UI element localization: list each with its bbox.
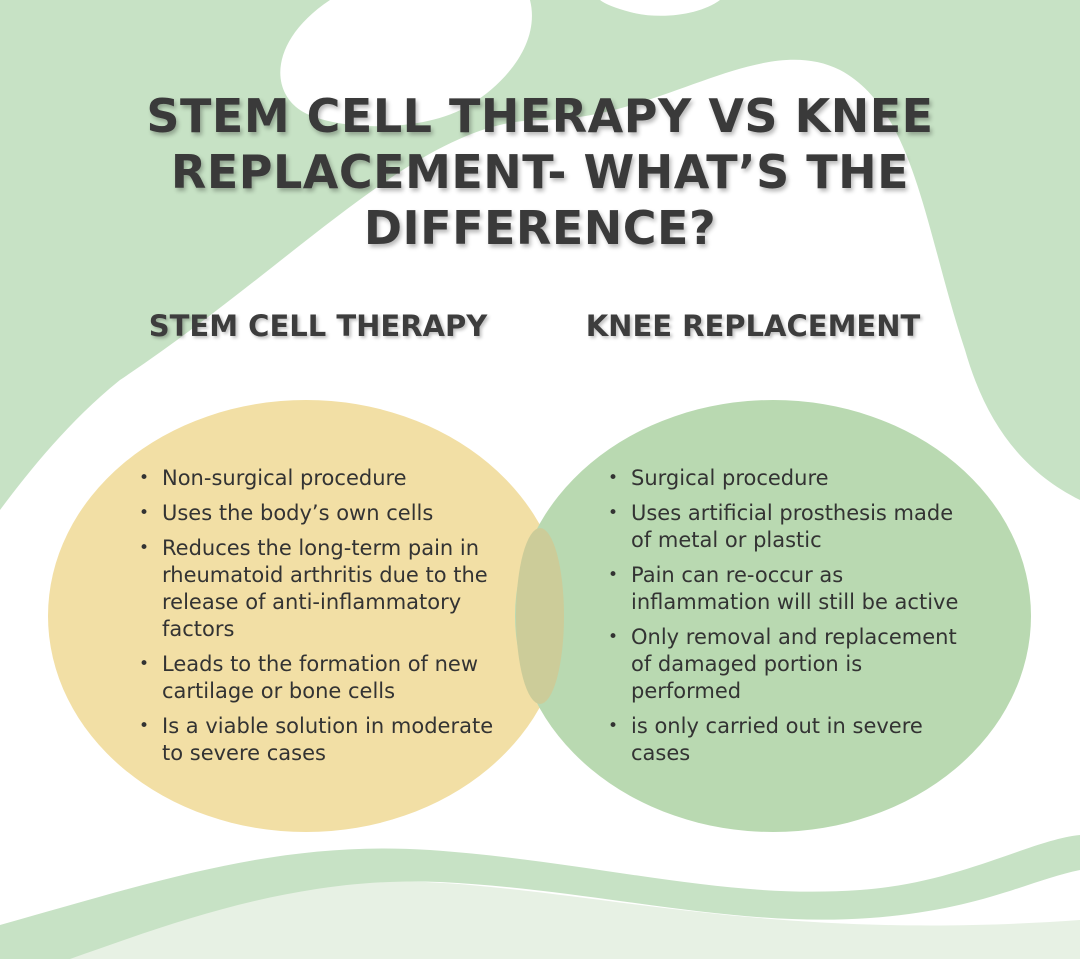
list-item: Uses the body’s own cells [136,500,506,527]
list-item: Only removal and replacement of damaged … [605,624,975,705]
background-wave-white [280,0,532,127]
list-item: Uses artificial prosthesis made of metal… [605,500,975,554]
list-item: is only carried out in severe cases [605,713,975,767]
list-item: Leads to the formation of new cartilage … [136,651,506,705]
stem-cell-list: Non-surgical procedure Uses the body’s o… [136,465,506,775]
knee-replacement-list: Surgical procedure Uses artificial prost… [605,465,975,775]
background-corner-white [600,0,720,16]
background-blob-green [0,0,1080,510]
list-item: Is a viable solution in moderate to seve… [136,713,506,767]
list-item: Surgical procedure [605,465,975,492]
page-title: STEM CELL THERAPY VS KNEE REPLACEMENT- W… [146,89,934,255]
heading-knee-replacement: KNEE REPLACEMENT [585,309,921,343]
bottom-wave-pale [0,881,1080,959]
list-item: Reduces the long-term pain in rheumatoid… [136,535,506,643]
heading-stem-cell-therapy: STEM CELL THERAPY [148,309,488,343]
bottom-wave-green [0,835,1080,959]
venn-overlap-fill [516,528,564,704]
list-item: Non-surgical procedure [136,465,506,492]
list-item: Pain can re-occur as inflammation will s… [605,562,975,616]
